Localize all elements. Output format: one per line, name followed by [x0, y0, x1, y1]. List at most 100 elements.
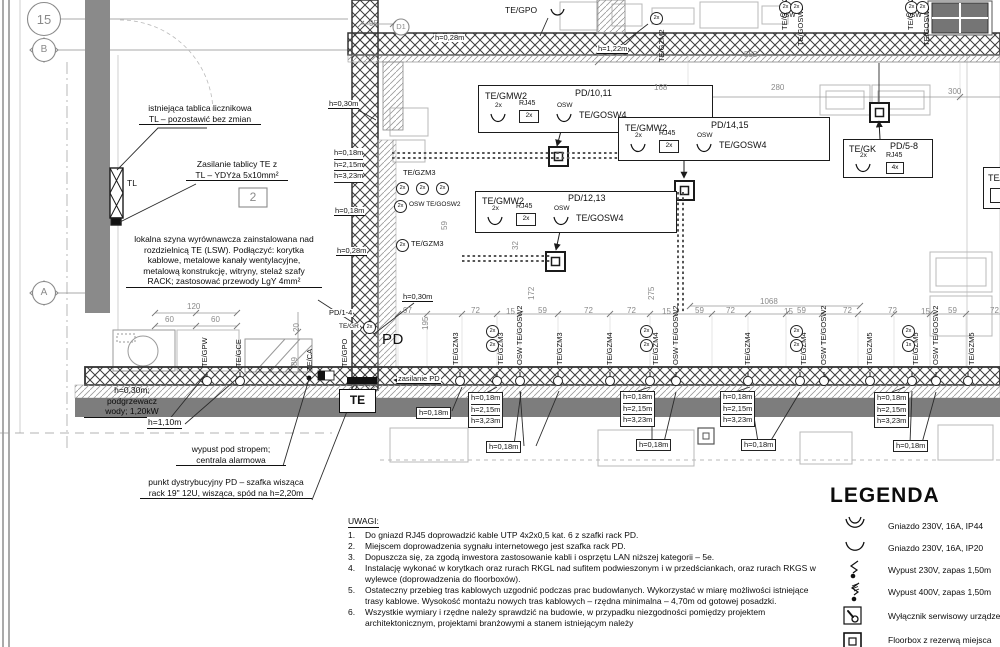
panel-label: TE/GMW2	[482, 196, 524, 206]
pd-cabinet-symbol	[347, 377, 377, 384]
uwagi-notes: UWAGI: 1.Do gniazd RJ45 doprowadzić kabl…	[348, 516, 824, 629]
dimension-label: 72	[843, 306, 852, 315]
socket-arc-icon	[550, 8, 565, 16]
socket-ip20-icon	[845, 541, 865, 551]
uwagi-item-text: Dopuszcza się, za zgodą inwestora zastos…	[365, 552, 715, 562]
circuit-label: TE/GZM5	[967, 332, 976, 365]
rj45-count: 2x	[519, 110, 539, 123]
spec-box-right-cut: TE/	[983, 167, 1000, 209]
count-badge: 2x	[363, 321, 376, 334]
uwagi-item: 1.Do gniazd RJ45 doprowadzić kable UTP 4…	[348, 530, 824, 541]
dimension-label: 15	[506, 307, 515, 316]
dimension-label: 95	[369, 19, 378, 28]
circuit-label: TE/GZM3	[555, 332, 564, 365]
spec-box-pd14-15: TE/GMW2 PD/14,15 2x RJ45 2x OSW TE/GOSW4	[618, 117, 830, 161]
socket-ip44-icon	[845, 516, 865, 528]
dimension-label: 275	[647, 286, 656, 300]
rj45-count: 4x	[886, 162, 904, 174]
osw-label: OSW	[557, 102, 573, 109]
legend-label-floorbox: Floorbox z rezerwą miejsca	[888, 635, 992, 645]
height-label: h=0,18m	[486, 441, 522, 453]
dimension-label: 72	[584, 306, 593, 315]
feed-note: Zasilanie tablicy TE z TL – YDYża 5x10mm…	[186, 159, 288, 182]
floorbox-icon	[843, 632, 862, 647]
socket-arc-icon	[855, 163, 871, 173]
circuit-label: h=0,18m	[334, 206, 366, 217]
uwagi-item-number: 4.	[348, 563, 356, 573]
door-tag-d1: D1	[396, 22, 406, 31]
count-badge: 2x	[486, 339, 499, 352]
grid-bubble-15: 15	[36, 12, 52, 27]
circuit-label: TE/GR	[338, 323, 360, 331]
height-label: h=0,18m	[893, 440, 929, 452]
circuit-label: TE/GZM3	[410, 239, 445, 249]
rj45-label: RJ45	[516, 203, 533, 210]
dimension-label: 72	[627, 306, 636, 315]
count-badge: 2x	[916, 1, 929, 14]
uwagi-item: 3.Dopuszcza się, za zgodą inwestora zast…	[348, 552, 824, 563]
tl-note-line1: istniejąca tablica licznikowa	[148, 103, 252, 113]
lsw-line: lokalna szyna wyrównawcza zainstalowana …	[134, 234, 314, 244]
dimension-label: 60	[211, 315, 220, 324]
uwagi-item-text: Ostateczny przebieg tras kablowych uzgod…	[365, 585, 809, 606]
height-label: h=0,18m	[416, 407, 452, 419]
count-badge: 2x	[396, 239, 409, 252]
socket-arc-icon	[556, 113, 572, 123]
count-badge: 2x	[396, 182, 409, 195]
gosw-label: TE/GOSW4	[719, 140, 767, 150]
height-label: h=3,23m	[471, 416, 501, 425]
circuit-label: OSW TE/GOSW2	[408, 201, 462, 209]
count-badge: 2x	[394, 200, 407, 213]
circuit-label: PD/10,11	[575, 88, 612, 98]
leader-lines	[116, 17, 937, 501]
circuit-label: OSW TE/GOSW2	[671, 305, 680, 365]
gosw-label: TE/GOSW4	[576, 213, 624, 223]
circuit-label: OSW	[906, 12, 922, 19]
circuit-label: TE/GZM4	[743, 332, 752, 365]
height-label: h=2,15m	[723, 404, 753, 415]
legend-label-service-switch: Wyłącznik serwisowy urządzeń	[888, 611, 1000, 621]
dimension-label: 20	[292, 323, 301, 332]
socket-symbol	[202, 372, 973, 386]
spec-box-pd12-13: TE/GMW2 PD/12,13 2x RJ45 2x OSW TE/GOSW4	[475, 191, 677, 233]
panel-label: TE/GMW2	[485, 91, 527, 101]
dimension-label: 172	[527, 286, 536, 300]
dimension-label: 72	[726, 306, 735, 315]
panel-label: TE/GK	[849, 144, 877, 154]
circuit-label: PD/1-4	[328, 308, 354, 318]
socket-arc-icon	[696, 143, 712, 153]
appliances	[112, 329, 313, 373]
count-badge: 2x	[486, 325, 499, 338]
pd-note-line: rack 19" 12U, wisząca, spód na h=2,20m	[140, 488, 312, 500]
cable-tray	[392, 152, 684, 312]
rj45-label: RJ45	[886, 152, 903, 159]
wall-bottom	[84, 366, 1000, 386]
uwagi-item-text: Instalację wykonać w korytkach oraz rura…	[365, 563, 816, 584]
count-badge: 2x	[416, 182, 429, 195]
pd-note: punkt dystrybucyjny PD – szafka wisząca …	[140, 477, 312, 500]
lsw-line: RACK; zastosować przewody LgY 4mm²	[126, 276, 322, 288]
te-cabinet-label: TE	[339, 389, 376, 413]
lsw-line: metalową konstrukcję, witryny, stelaż sz…	[143, 265, 305, 276]
floorbox-symbol	[545, 102, 890, 445]
dimension-label: 72	[888, 306, 897, 315]
tl-symbol-label: TL	[127, 178, 137, 188]
dimension-label: 59	[695, 306, 704, 315]
legend-label-ip20: Gniazdo 230V, 16A, IP20	[888, 543, 984, 553]
dimension-label: 15	[784, 307, 793, 316]
dimension-label: 72	[471, 306, 480, 315]
feed-note-line1: Zasilanie tablicy TE z	[196, 159, 278, 169]
dimension-label: 32	[511, 241, 520, 250]
pd-label: PD	[382, 331, 404, 348]
dimension-label: 280	[771, 83, 785, 92]
circuit-label: PD/12,13	[568, 193, 606, 203]
count-badge: 2x	[790, 1, 803, 14]
uwagi-title: UWAGI:	[348, 516, 379, 528]
circuit-label: TE/GZM4	[651, 332, 660, 365]
circuit-label: OSW TE/GOSW2	[819, 305, 828, 365]
panel-label: TE/GMW2	[625, 123, 667, 133]
